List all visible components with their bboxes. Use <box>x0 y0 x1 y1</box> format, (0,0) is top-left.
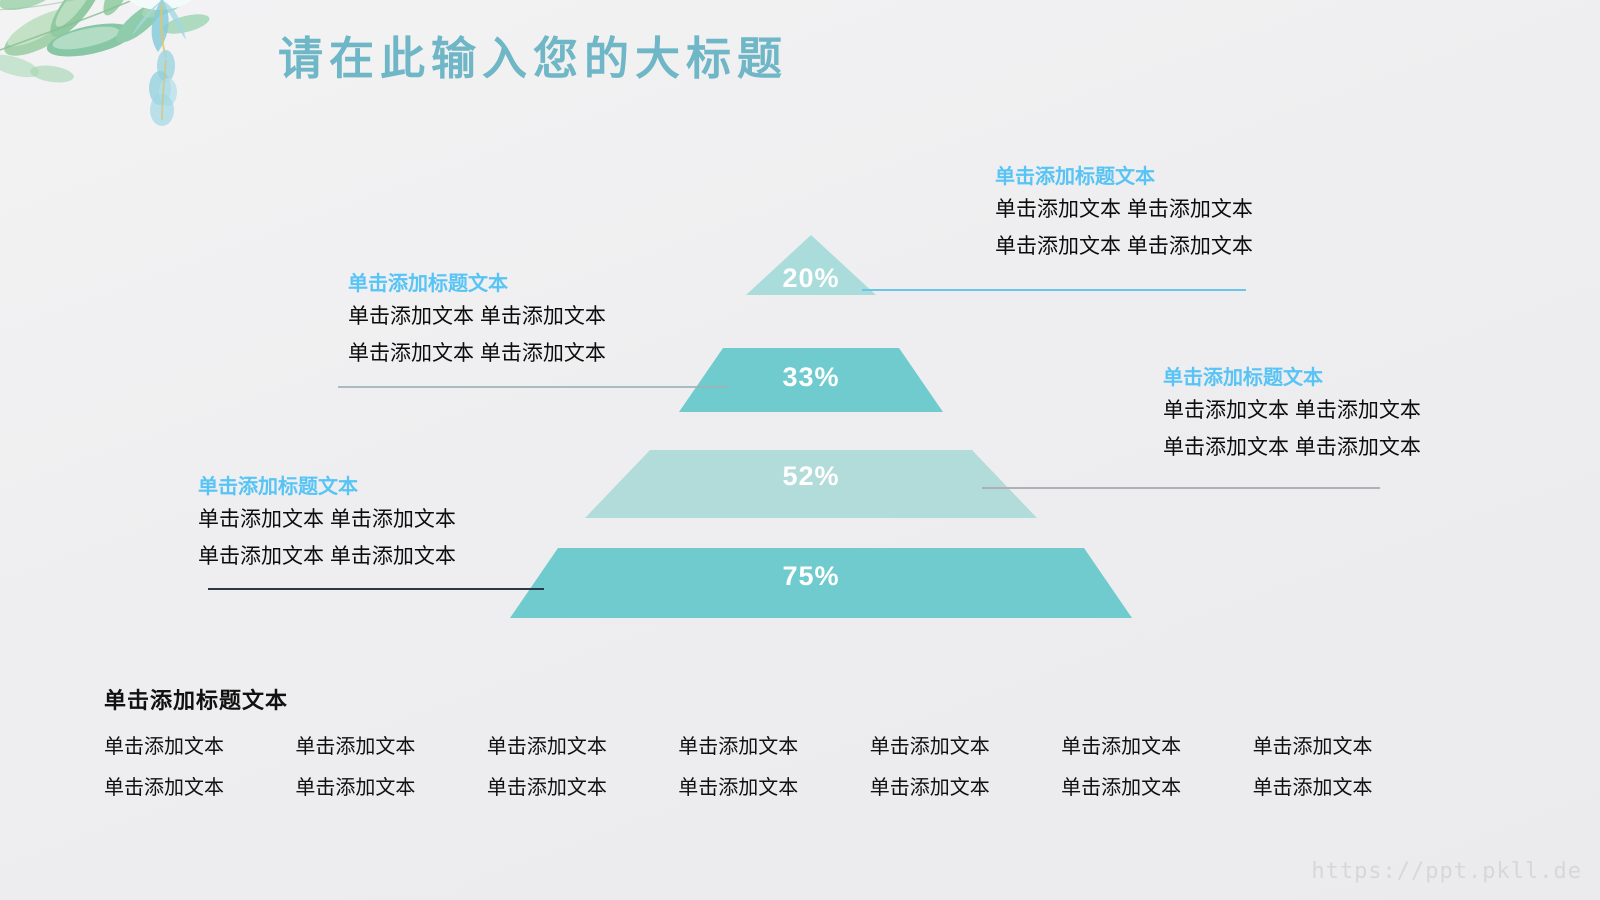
bottom-cell: 单击添加文本 <box>104 777 224 799</box>
callout-level-2: 单击添加标题文本 单击添加文本 单击添加文本 单击添加文本 单击添加文本 <box>348 271 606 373</box>
bottom-cell: 单击添加文本 <box>295 736 416 758</box>
callout-title-level-1: 单击添加标题文本 <box>995 166 1155 188</box>
connector-line-level-1 <box>862 289 1246 291</box>
bottom-cell: 单击添加文本 <box>1061 777 1182 799</box>
pyramid-level-1[interactable] <box>746 235 876 295</box>
bottom-cell: 单击添加文本 <box>869 736 990 758</box>
callout-line-level-2-1: 单击添加文本 单击添加文本 <box>348 305 606 328</box>
bottom-section: 单击添加标题文本 单击添加文本 单击添加文本 单击添加文本 单击添加文本 单击添… <box>104 683 1444 803</box>
bottom-cell: 单击添加文本 <box>295 777 416 799</box>
connector-line-level-3 <box>982 487 1380 489</box>
callout-level-3: 单击添加标题文本 单击添加文本 单击添加文本 单击添加文本 单击添加文本 <box>1163 365 1421 467</box>
callout-line-level-2-2: 单击添加文本 单击添加文本 <box>348 342 606 366</box>
connector-line-level-2 <box>338 386 728 388</box>
bottom-cell: 单击添加文本 <box>1252 777 1373 799</box>
bottom-cell: 单击添加文本 <box>486 736 607 758</box>
callout-line-level-4-2: 单击添加文本 单击添加文本 <box>198 545 456 569</box>
callout-title-level-4: 单击添加标题文本 <box>198 476 358 498</box>
bottom-cell: 单击添加文本 <box>1252 736 1373 758</box>
bottom-cell: 单击添加文本 <box>1061 736 1182 758</box>
callout-line-level-3-1: 单击添加文本 单击添加文本 <box>1163 399 1421 422</box>
watermark-url: https://ppt.pkll.de <box>1311 859 1582 884</box>
callout-title-level-2: 单击添加标题文本 <box>348 273 508 295</box>
callout-level-1: 单击添加标题文本 单击添加文本 单击添加文本 单击添加文本 单击添加文本 <box>995 164 1253 266</box>
bottom-cell: 单击添加文本 <box>486 777 607 799</box>
bottom-section-title: 单击添加标题文本 <box>104 688 289 713</box>
pyramid-level-4[interactable] <box>510 548 1132 618</box>
bottom-cell: 单击添加文本 <box>678 736 799 758</box>
callout-line-level-1-2: 单击添加文本 单击添加文本 <box>995 235 1253 259</box>
connector-line-level-4 <box>208 588 544 590</box>
callout-title-level-3: 单击添加标题文本 <box>1163 367 1323 389</box>
bottom-text-grid: 单击添加文本 单击添加文本 单击添加文本 单击添加文本 单击添加文本 单击添加文… <box>104 733 1444 803</box>
callout-line-level-4-1: 单击添加文本 单击添加文本 <box>198 508 456 531</box>
callout-line-level-1-1: 单击添加文本 单击添加文本 <box>995 198 1253 221</box>
pyramid-svg <box>510 235 1132 618</box>
pyramid-level-3[interactable] <box>585 450 1037 518</box>
callout-level-4: 单击添加标题文本 单击添加文本 单击添加文本 单击添加文本 单击添加文本 <box>198 474 456 576</box>
pyramid-level-2[interactable] <box>679 348 943 412</box>
bottom-cell: 单击添加文本 <box>104 736 224 758</box>
callout-line-level-3-2: 单击添加文本 单击添加文本 <box>1163 436 1421 460</box>
bottom-cell: 单击添加文本 <box>678 777 799 799</box>
bottom-cell: 单击添加文本 <box>869 777 990 799</box>
page-title: 请在此输入您的大标题 <box>278 32 789 85</box>
floral-decoration-icon <box>0 0 210 126</box>
